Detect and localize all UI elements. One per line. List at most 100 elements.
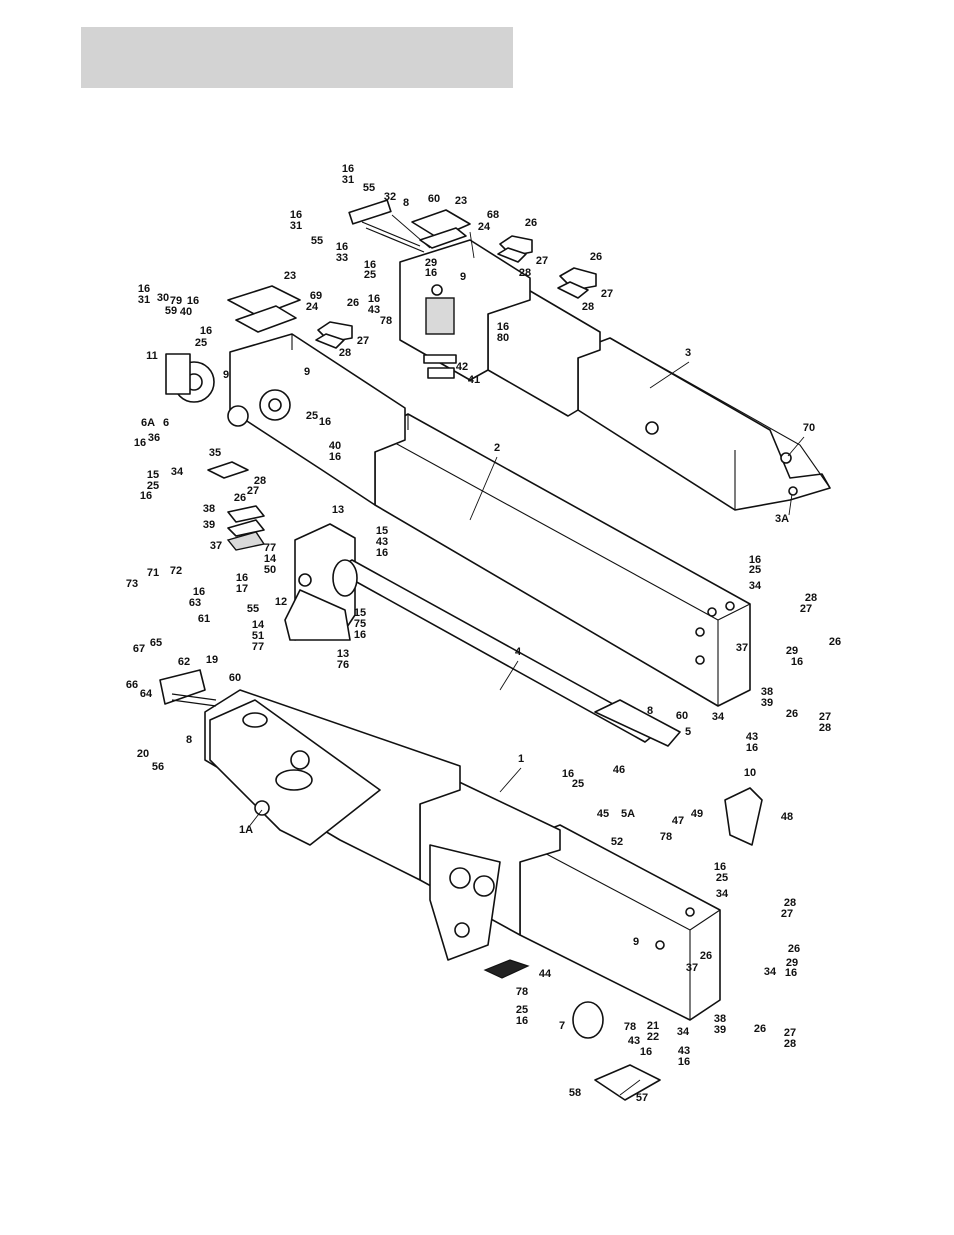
callout-7: 7	[559, 1020, 565, 1032]
header-bar	[81, 27, 513, 88]
callout-25: 25	[306, 410, 318, 422]
callout-16: 16	[354, 629, 366, 641]
callout-70: 70	[803, 422, 815, 434]
callout-19: 19	[206, 654, 218, 666]
boom-section-1-center	[419, 779, 561, 961]
callout-17: 17	[236, 583, 248, 595]
callout-11: 11	[146, 350, 158, 362]
callout-65: 65	[150, 637, 162, 649]
callout-40: 40	[329, 440, 341, 452]
callout-28: 28	[784, 897, 796, 909]
callout-26: 26	[754, 1023, 766, 1035]
callout-16: 16	[497, 321, 509, 333]
callout-26: 26	[234, 492, 246, 504]
callout-27: 27	[781, 908, 793, 920]
callout-63: 63	[189, 597, 201, 609]
callout-38: 38	[203, 503, 215, 515]
callout-43: 43	[628, 1035, 640, 1047]
sheave-6	[165, 353, 215, 403]
callout-16: 16	[425, 267, 437, 279]
callout-66: 66	[126, 679, 138, 691]
callout-9: 9	[460, 271, 466, 283]
callout-79: 79	[170, 295, 182, 307]
callout-80: 80	[497, 332, 509, 344]
callout-41: 41	[468, 374, 480, 386]
callout-27: 27	[784, 1027, 796, 1039]
callout-56: 56	[152, 761, 164, 773]
callout-55: 55	[247, 603, 259, 615]
callout-12: 12	[275, 596, 287, 608]
callout-37: 37	[686, 962, 698, 974]
callout-2: 2	[494, 442, 500, 454]
callout-8: 8	[186, 734, 192, 746]
callout-13: 13	[337, 648, 349, 660]
callout-14: 14	[264, 553, 277, 565]
callout-28: 28	[254, 475, 266, 487]
callout-34: 34	[712, 711, 725, 723]
callout-26: 26	[788, 943, 800, 955]
wear-pads-38	[207, 461, 266, 551]
callout-72: 72	[170, 565, 182, 577]
callout-33: 33	[336, 252, 348, 264]
callout-24: 24	[306, 301, 319, 313]
callout-26: 26	[590, 251, 602, 263]
callout-16: 16	[376, 547, 388, 559]
callout-21: 21	[647, 1020, 659, 1032]
callout-1A: 1A	[239, 824, 253, 836]
callout-45: 45	[597, 808, 609, 820]
callout-58: 58	[569, 1087, 581, 1099]
callout-28: 28	[582, 301, 594, 313]
callout-59: 59	[165, 305, 177, 317]
callout-35: 35	[209, 447, 221, 459]
callout-29: 29	[425, 257, 437, 269]
callout-43: 43	[376, 536, 388, 548]
callout-77: 77	[264, 542, 276, 554]
callout-51: 51	[252, 630, 264, 642]
callout-60: 60	[676, 710, 688, 722]
callout-40: 40	[180, 306, 192, 318]
callout-32: 32	[384, 191, 396, 203]
callout-38: 38	[761, 686, 773, 698]
callout-55: 55	[363, 182, 375, 194]
callout-9: 9	[223, 369, 229, 381]
callout-5A: 5A	[621, 808, 635, 820]
callout-25: 25	[516, 1004, 528, 1016]
callout-78: 78	[516, 986, 528, 998]
callout-61: 61	[198, 613, 210, 625]
callout-75: 75	[354, 618, 366, 630]
callout-23: 23	[284, 270, 296, 282]
callout-8: 8	[647, 705, 653, 717]
callout-28: 28	[519, 267, 531, 279]
callout-39: 39	[761, 697, 773, 709]
callout-57: 57	[636, 1092, 648, 1104]
callout-68: 68	[487, 209, 499, 221]
callout-46: 46	[613, 764, 625, 776]
callout-27: 27	[601, 288, 613, 300]
callout-25: 25	[572, 778, 584, 790]
callout-27: 27	[536, 255, 548, 267]
callout-22: 22	[647, 1031, 659, 1043]
callout-3: 3	[685, 347, 691, 359]
callout-47: 47	[672, 815, 684, 827]
callout-16: 16	[749, 554, 761, 566]
callout-44: 44	[539, 968, 552, 980]
callout-76: 76	[337, 659, 349, 671]
callout-43: 43	[368, 304, 380, 316]
top-plate-23	[227, 285, 353, 349]
callout-16: 16	[140, 490, 152, 502]
callout-77: 77	[252, 641, 264, 653]
callout-64: 64	[140, 688, 153, 700]
callout-49: 49	[691, 808, 703, 820]
callout-34: 34	[171, 466, 184, 478]
callout-16: 16	[342, 163, 354, 175]
callout-60: 60	[229, 672, 241, 684]
callout-24: 24	[478, 221, 491, 233]
callout-16: 16	[364, 259, 376, 271]
callout-15: 15	[147, 469, 159, 481]
callout-39: 39	[714, 1024, 726, 1036]
callout-16: 16	[640, 1046, 652, 1058]
callout-9: 9	[304, 366, 310, 378]
cylinder-mount-13	[284, 523, 356, 641]
